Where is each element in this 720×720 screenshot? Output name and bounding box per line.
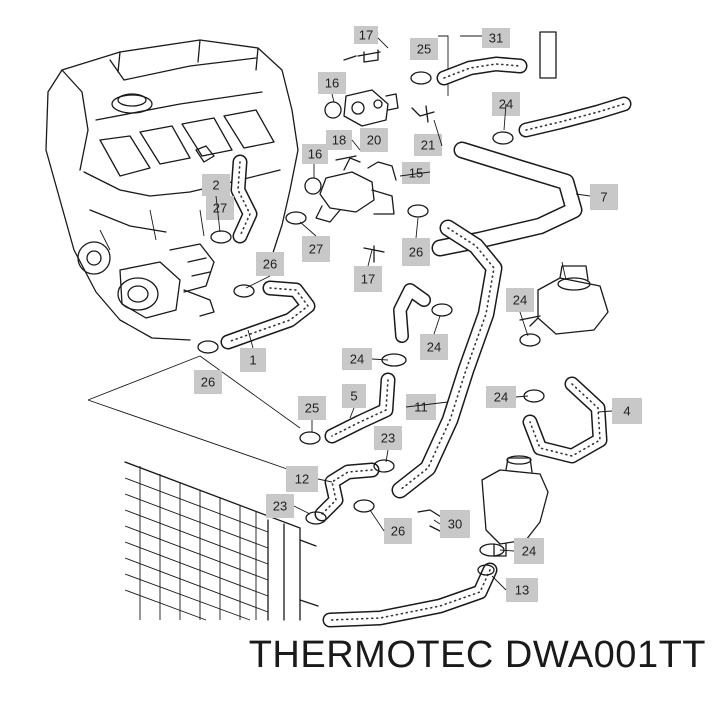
part-label: 1 xyxy=(240,348,266,372)
part-label: 24 xyxy=(506,288,534,312)
svg-text:26: 26 xyxy=(263,257,277,272)
part-label: 25 xyxy=(298,396,326,420)
svg-text:24: 24 xyxy=(513,293,527,308)
part-label: 16 xyxy=(302,144,328,164)
svg-text:23: 23 xyxy=(273,499,287,514)
part-label: 13 xyxy=(506,578,538,602)
part-labels: 17 25 31 16 20 24 18 21 16 15 2 7 27 27 … xyxy=(194,26,642,602)
svg-text:11: 11 xyxy=(414,400,428,415)
svg-text:16: 16 xyxy=(308,147,322,162)
svg-text:4: 4 xyxy=(623,404,630,419)
svg-text:24: 24 xyxy=(350,352,364,367)
svg-text:5: 5 xyxy=(350,389,357,404)
svg-text:27: 27 xyxy=(309,242,323,257)
svg-text:13: 13 xyxy=(515,583,529,598)
svg-text:24: 24 xyxy=(522,544,536,559)
svg-text:17: 17 xyxy=(361,272,375,287)
svg-text:16: 16 xyxy=(325,76,339,91)
part-label: 26 xyxy=(256,252,284,276)
leader-lines xyxy=(215,37,613,591)
svg-text:25: 25 xyxy=(417,42,431,57)
svg-text:25: 25 xyxy=(305,401,319,416)
engine-block xyxy=(45,39,299,341)
part-label: 15 xyxy=(402,162,430,184)
svg-text:30: 30 xyxy=(448,517,462,532)
part-label: 20 xyxy=(360,128,388,152)
expansion-tank-upper xyxy=(519,265,609,335)
hoses xyxy=(220,56,632,628)
svg-text:7: 7 xyxy=(600,190,607,205)
svg-text:17: 17 xyxy=(359,28,373,43)
svg-text:12: 12 xyxy=(295,472,309,487)
part-label: 17 xyxy=(354,266,382,292)
thermostat-housing xyxy=(304,31,557,263)
svg-text:1: 1 xyxy=(249,353,256,368)
part-label: 2 xyxy=(202,174,230,196)
svg-text:15: 15 xyxy=(409,166,423,181)
svg-text:18: 18 xyxy=(332,133,346,148)
part-label: 24 xyxy=(420,334,448,360)
part-label: 27 xyxy=(206,196,234,220)
svg-text:27: 27 xyxy=(213,201,227,216)
part-label: 24 xyxy=(486,386,516,408)
part-label: 26 xyxy=(194,370,222,394)
svg-text:23: 23 xyxy=(381,431,395,446)
part-label: 16 xyxy=(318,72,346,94)
part-label: 26 xyxy=(384,518,412,544)
svg-text:24: 24 xyxy=(494,390,508,405)
part-label: 31 xyxy=(482,28,510,48)
part-label: 30 xyxy=(440,510,470,538)
part-label: 27 xyxy=(302,236,330,262)
svg-text:26: 26 xyxy=(409,245,423,260)
part-label: 5 xyxy=(342,384,366,408)
svg-text:24: 24 xyxy=(427,340,441,355)
part-label: 18 xyxy=(326,130,352,150)
part-label: 23 xyxy=(374,426,402,450)
caption-brand-part-number: THERMOTEC DWA001TT xyxy=(248,634,706,676)
svg-text:21: 21 xyxy=(421,138,435,153)
svg-text:31: 31 xyxy=(489,31,503,46)
part-label: 21 xyxy=(414,134,442,156)
svg-text:26: 26 xyxy=(201,375,215,390)
part-label: 24 xyxy=(342,348,372,370)
part-label: 12 xyxy=(286,466,318,492)
part-label: 26 xyxy=(402,238,430,266)
svg-text:2: 2 xyxy=(212,178,219,193)
part-label: 24 xyxy=(514,538,544,564)
svg-text:26: 26 xyxy=(391,524,405,539)
part-label: 25 xyxy=(410,38,438,60)
part-label: 11 xyxy=(406,394,436,420)
part-label: 7 xyxy=(590,184,618,210)
part-label: 4 xyxy=(612,398,642,424)
svg-text:20: 20 xyxy=(367,133,381,148)
part-label: 17 xyxy=(354,26,378,44)
part-label: 23 xyxy=(266,494,294,518)
expansion-tank-lower xyxy=(481,455,549,557)
radiator xyxy=(124,461,319,621)
